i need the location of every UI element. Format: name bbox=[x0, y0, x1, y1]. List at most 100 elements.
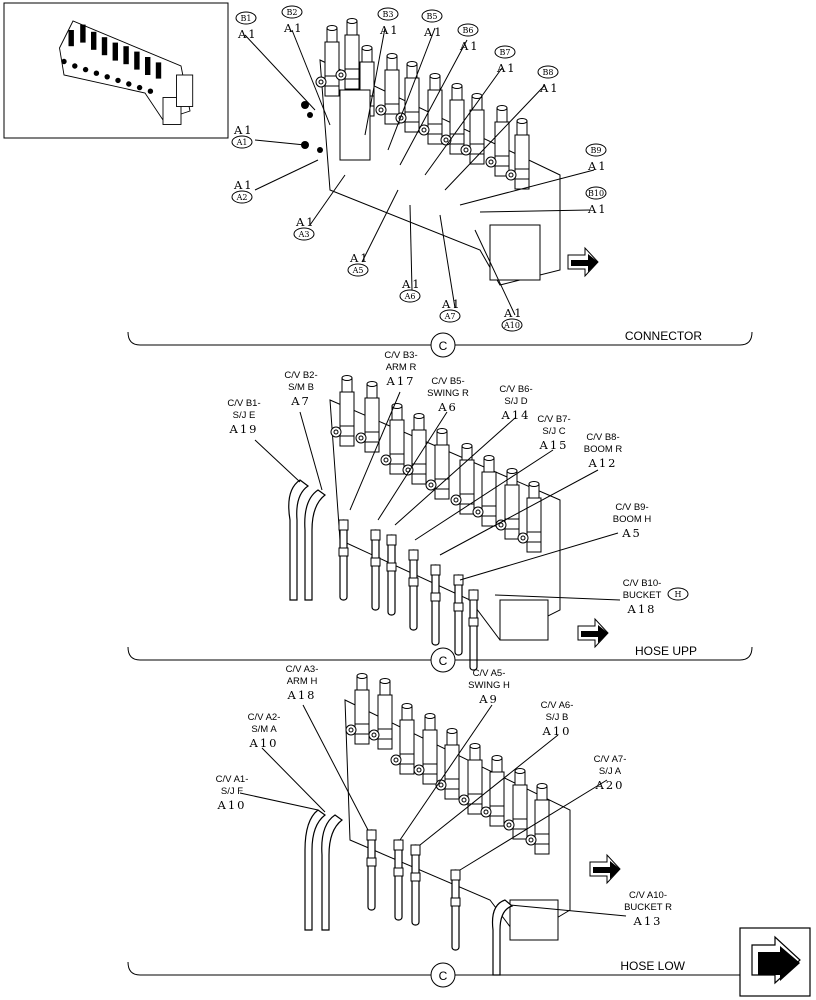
hose-low-callout-code: A10 bbox=[217, 798, 247, 812]
connector-tag: B5 bbox=[427, 12, 438, 21]
hose-low-callout-code: A20 bbox=[595, 778, 625, 792]
hose-upp-callout: C/V B5-SWING RA6 bbox=[427, 376, 469, 414]
thumbnail-valve-drawing bbox=[59, 20, 194, 125]
hose-low-callout-code: A10 bbox=[249, 736, 279, 750]
connector-tag-ellipse bbox=[347, 263, 369, 277]
connector-tag-ellipse bbox=[537, 65, 559, 79]
connector-tag-ellipse bbox=[494, 45, 516, 59]
hose-upp-callout-line2: SWING R bbox=[427, 388, 469, 399]
hose-low-callout-line2: S/J F bbox=[221, 786, 243, 797]
hose-upp-direction-arrow bbox=[577, 617, 609, 649]
connector-tag-ellipse bbox=[399, 289, 421, 303]
section-title-hose-low: HOSE LOW bbox=[620, 959, 685, 973]
connector-leaders bbox=[244, 27, 595, 316]
hose-upp-callout-line2: ARM R bbox=[386, 362, 417, 373]
connector-code: A1 bbox=[441, 297, 462, 311]
connector-direction-arrow bbox=[567, 246, 599, 278]
section-divider-hose-upp: C HOSE UPP bbox=[127, 644, 753, 673]
hose-upp-callout-line2: BUCKET bbox=[623, 590, 662, 601]
hose-low-callout-line2: S/M A bbox=[251, 724, 277, 735]
hose-low-callout-line1: C/V A7- bbox=[594, 754, 627, 765]
hose-upp-callout-line1: C/V B8- bbox=[586, 432, 619, 443]
connector-code: A1 bbox=[587, 202, 608, 216]
hose-upp-callout-code: A14 bbox=[501, 408, 531, 422]
connector-code: A1 bbox=[379, 23, 400, 37]
hose-low-callout-code: A18 bbox=[287, 688, 317, 702]
connector-tag-ellipse bbox=[281, 5, 303, 19]
hose-upp-callout-line2: BOOM H bbox=[613, 514, 652, 525]
hose-upp-callout-line2: S/J E bbox=[233, 410, 256, 421]
hose-upp-callout-code: A12 bbox=[588, 456, 618, 470]
connector-code: A1 bbox=[459, 39, 480, 53]
connector-tag-ellipse bbox=[585, 186, 607, 200]
hose-upp-callout-code: A17 bbox=[386, 374, 416, 388]
hose-upp-callout-tag-ellipse bbox=[667, 587, 689, 601]
connector-tag: A10 bbox=[503, 321, 520, 330]
connector-tag: B6 bbox=[463, 26, 474, 35]
section-connector bbox=[244, 18, 599, 316]
connector-tag-ellipse bbox=[231, 135, 253, 149]
hose-upp-callout-code: A18 bbox=[627, 602, 657, 616]
connector-tag: A3 bbox=[298, 230, 310, 239]
section-hose-low bbox=[239, 673, 627, 976]
connector-tag: B2 bbox=[287, 8, 298, 17]
section-divider-connector: C CONNECTOR bbox=[127, 329, 753, 358]
section-divider-hose-low: C HOSE LOW bbox=[127, 959, 753, 988]
hose-upp-callout: C/V B9-BOOM HA5 bbox=[613, 502, 652, 540]
hose-upp-callout-line2: S/M B bbox=[288, 382, 314, 393]
section-title-hose-upp: HOSE UPP bbox=[635, 644, 697, 658]
hose-low-valve-drawing bbox=[304, 673, 571, 976]
hose-upp-callout-tag: H bbox=[675, 590, 682, 599]
connector-code: A1 bbox=[283, 21, 304, 35]
hose-upp-callout-line2: S/J D bbox=[504, 396, 527, 407]
section-marker: C bbox=[439, 654, 448, 668]
connector-tag: A7 bbox=[444, 312, 456, 321]
connector-code: A1 bbox=[349, 251, 370, 265]
connector-code: A1 bbox=[496, 61, 517, 75]
section-marker: C bbox=[439, 969, 448, 983]
section-hose-upp bbox=[254, 375, 621, 671]
connector-code: A1 bbox=[503, 306, 524, 320]
hose-low-callout-line1: C/V A2- bbox=[248, 712, 281, 723]
connector-code: A1 bbox=[295, 215, 316, 229]
hose-low-direction-arrow bbox=[589, 853, 621, 885]
hose-upp-callout-line1: C/V B5- bbox=[431, 376, 464, 387]
connector-tag-ellipse bbox=[231, 190, 253, 204]
hose-low-callout-code: A13 bbox=[633, 914, 663, 928]
hose-upp-callout-code: A6 bbox=[437, 400, 458, 414]
hose-upp-callout-line2: S/J C bbox=[542, 426, 565, 437]
next-page-arrow-icon[interactable] bbox=[739, 927, 811, 997]
hose-low-callout-line2: S/J B bbox=[546, 712, 569, 723]
hose-low-callout-code: A10 bbox=[542, 724, 572, 738]
connector-valve-drawing bbox=[301, 18, 561, 286]
hose-upp-callout-line1: C/V B10- bbox=[623, 578, 662, 589]
connector-tag-ellipse bbox=[293, 227, 315, 241]
connector-tag: A6 bbox=[404, 292, 416, 301]
hose-low-callout-code: A9 bbox=[478, 692, 499, 706]
hose-upp-callout-code: A19 bbox=[229, 422, 259, 436]
hose-low-callout-line1: C/V A3- bbox=[286, 664, 319, 675]
connector-tag: B7 bbox=[500, 48, 511, 57]
connector-tag-ellipse bbox=[585, 143, 607, 157]
connector-tag-ellipse bbox=[421, 9, 443, 23]
hose-low-leaders bbox=[239, 704, 627, 917]
hose-low-callout-line2: ARM H bbox=[287, 676, 318, 687]
